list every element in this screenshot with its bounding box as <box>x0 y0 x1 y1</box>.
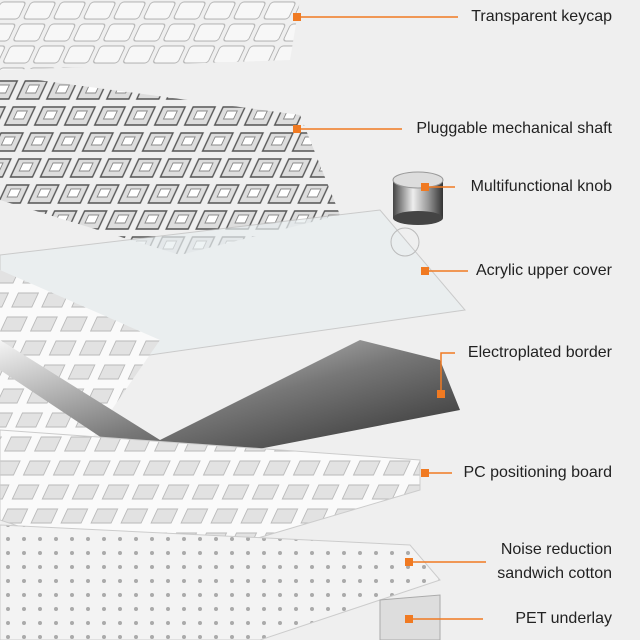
knob-image <box>392 171 444 225</box>
label-mechanical-shaft: Pluggable mechanical shaft <box>416 120 612 137</box>
label-transparent-keycap: Transparent keycap <box>471 8 612 25</box>
label-pet-underlay: PET underlay <box>515 610 612 627</box>
label-knob: Multifunctional knob <box>470 178 612 195</box>
label-acrylic-cover: Acrylic upper cover <box>475 262 612 279</box>
label-noise-reduction: Noise reduction <box>500 541 612 558</box>
leader-lines <box>293 13 486 623</box>
plate-layer <box>0 270 160 470</box>
keycap-layer <box>0 0 300 70</box>
acrylic-cover <box>0 209 466 356</box>
label-electroplated-border: Electroplated border <box>467 344 612 361</box>
electroplated-border <box>0 340 460 470</box>
label-pc-board: PC positioning board <box>463 464 612 481</box>
cotton-layer <box>0 524 441 640</box>
switch-layer <box>0 75 340 255</box>
label-sandwich-cotton: sandwich cotton <box>497 565 612 582</box>
